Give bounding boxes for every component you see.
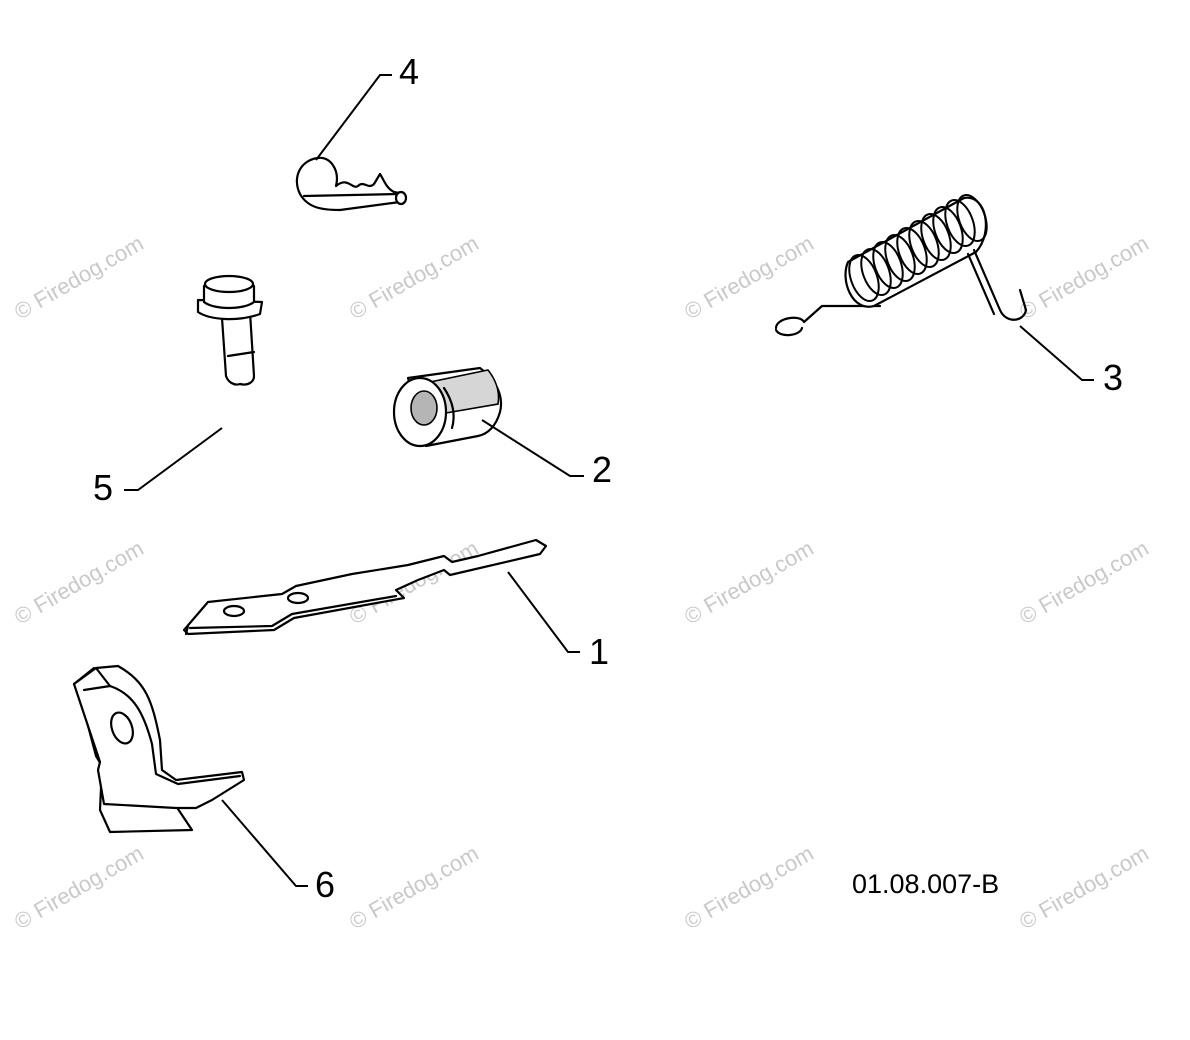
drawing-code: 01.08.007-B	[852, 869, 999, 899]
watermark: © Firedog.com	[1015, 535, 1153, 629]
leader-1	[507, 571, 580, 653]
callout-6: 6	[315, 864, 335, 905]
watermark: © Firedog.com	[345, 230, 483, 324]
watermark: © Firedog.com	[680, 535, 818, 629]
part-bracket	[72, 664, 246, 834]
watermark: © Firedog.com	[10, 840, 148, 934]
part-hair-pin-clip	[295, 156, 408, 212]
watermark: © Firedog.com	[1015, 840, 1153, 934]
watermark: © Firedog.com	[680, 230, 818, 324]
callout-5: 5	[93, 467, 113, 508]
part-bushing	[392, 366, 503, 448]
leader-6	[221, 799, 308, 887]
callout-1: 1	[589, 631, 609, 672]
leader-3	[1019, 325, 1094, 381]
part-throttle-plate	[182, 538, 548, 636]
leader-5	[124, 427, 223, 491]
leader-4	[315, 74, 392, 161]
watermark: © Firedog.com	[1015, 230, 1153, 324]
watermark: © Firedog.com	[10, 230, 148, 324]
part-bolt	[196, 274, 264, 386]
callout-2: 2	[592, 449, 612, 490]
watermark: © Firedog.com	[345, 840, 483, 934]
part-spring	[774, 194, 1028, 337]
callout-4: 4	[399, 51, 419, 92]
watermark: © Firedog.com	[10, 535, 148, 629]
callout-3: 3	[1103, 357, 1123, 398]
watermark: © Firedog.com	[680, 840, 818, 934]
leader-2	[481, 419, 584, 477]
